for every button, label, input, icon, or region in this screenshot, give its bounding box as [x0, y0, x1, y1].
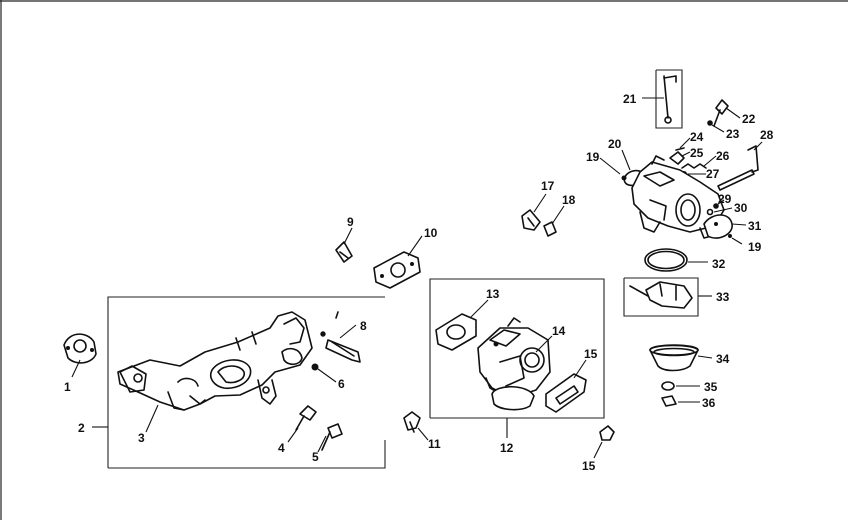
callout-29: 29: [718, 192, 732, 206]
callout-27: 27: [706, 167, 720, 181]
callout-6: 6: [338, 377, 345, 391]
part-3-intake-manifold: [117, 311, 313, 433]
part-30-washer: [706, 207, 733, 216]
callout-26: 26: [716, 149, 730, 163]
callout-20: 20: [608, 137, 622, 151]
part-18-screw: [543, 205, 565, 237]
callout-11: 11: [428, 437, 441, 451]
callout-19-upper: 19: [586, 150, 600, 164]
part-29-screw: [713, 199, 725, 209]
callout-1: 1: [64, 380, 71, 394]
part-4-screw: [287, 405, 317, 443]
callout-labels: 1 2 3 4 5 6 8 9 10 11 12 13 14 15 15 17 …: [64, 92, 774, 473]
part-17-screw: [521, 193, 547, 231]
part-35-washer: [661, 381, 700, 391]
callout-17: 17: [541, 179, 555, 193]
part-14-carburetor: [477, 317, 553, 411]
part-6-nut: [311, 363, 337, 383]
callout-12: 12: [500, 441, 514, 455]
part-28-shaft: [717, 141, 763, 191]
part-23-washer: [707, 120, 725, 133]
part-9-stud: [335, 227, 353, 263]
part-24-pin: [675, 137, 691, 151]
callout-22: 22: [742, 112, 756, 126]
callout-33: 33: [716, 290, 730, 304]
callout-3: 3: [138, 431, 145, 445]
callout-15-nut: 15: [582, 459, 596, 473]
callout-28: 28: [760, 128, 774, 142]
part-26-spring: [681, 155, 717, 169]
carburetor-group-box: [429, 278, 605, 438]
callout-8: 8: [360, 319, 367, 333]
callout-2: 2: [78, 421, 85, 435]
part-11-bolt: [403, 411, 429, 441]
callout-30: 30: [734, 201, 748, 215]
part-8-bolt: [320, 311, 361, 363]
callout-25: 25: [690, 146, 704, 160]
callout-18: 18: [562, 193, 576, 207]
part-31-diaphragm: [703, 214, 747, 239]
callout-35: 35: [704, 380, 718, 394]
part-13-gasket: [435, 299, 489, 351]
part-5-screw: [317, 423, 343, 453]
part-15-nut: [593, 425, 615, 459]
part-15-gasket: [545, 359, 587, 413]
callout-14: 14: [552, 324, 566, 338]
callout-34: 34: [716, 352, 730, 366]
part-34-float-bowl: [649, 344, 713, 372]
callout-36: 36: [702, 396, 716, 410]
callout-23: 23: [726, 127, 740, 141]
part-25-screw: [669, 151, 691, 165]
callout-9: 9: [347, 215, 354, 229]
callout-24: 24: [690, 130, 704, 144]
part-10-gasket: [373, 235, 423, 289]
callout-4: 4: [278, 441, 285, 455]
part-1-gasket: [63, 333, 97, 378]
part-19-gasket-upper: [599, 157, 627, 181]
callout-19-lower: 19: [748, 240, 762, 254]
part-22-screw: [713, 99, 741, 127]
part-19-gasket-lower: [728, 234, 743, 245]
callout-5: 5: [312, 450, 319, 464]
part-21-link-box: [642, 69, 683, 129]
callout-15-gasket: 15: [584, 347, 598, 361]
part-36-nut: [661, 395, 700, 407]
callout-21: 21: [623, 92, 637, 106]
part-32-o-ring: [644, 248, 708, 272]
callout-32: 32: [712, 257, 726, 271]
part-33-float-box: [623, 277, 712, 317]
manifold-group-box: [92, 296, 386, 469]
callout-10: 10: [424, 226, 438, 240]
callout-13: 13: [486, 287, 500, 301]
callout-31: 31: [748, 219, 762, 233]
